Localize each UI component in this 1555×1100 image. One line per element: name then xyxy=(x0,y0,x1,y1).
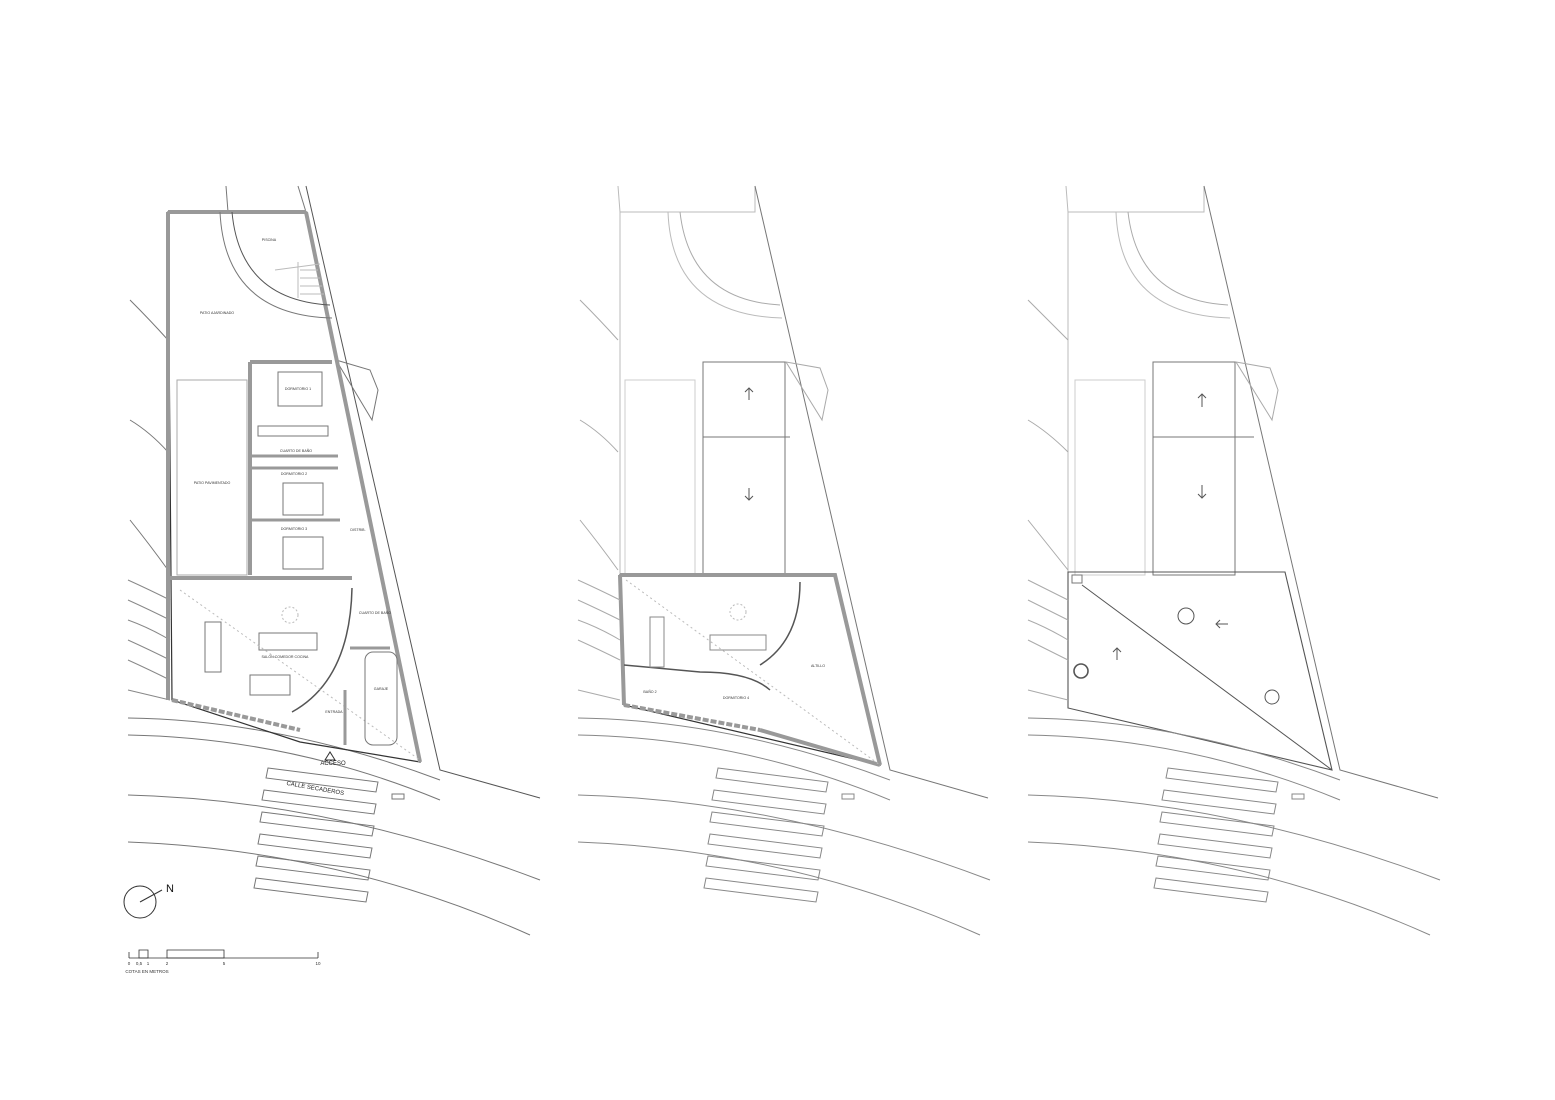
label-dormitorio-1: DORMITORIO 1 xyxy=(285,387,311,391)
roof-plan xyxy=(1027,185,1441,936)
north-label: N xyxy=(166,883,174,895)
label-dormitorio-4: DORMITORIO 4 xyxy=(723,696,749,700)
label-altillo: ALTILLO xyxy=(811,664,825,668)
label-distrib: DISTRIB. xyxy=(350,528,365,532)
label-entrada: ENTRADA xyxy=(325,710,343,714)
label-acceso: ACCESO xyxy=(320,761,346,767)
label-bano-2: BAÑO 2 xyxy=(643,689,656,694)
label-piscina: PISCINA xyxy=(262,238,277,242)
svg-text:5: 5 xyxy=(223,961,226,966)
upper-floor-plan xyxy=(577,185,991,936)
label-dormitorio-2: DORMITORIO 2 xyxy=(281,472,307,476)
label-bano-1: CUARTO DE BAÑO xyxy=(280,448,312,453)
scale-bar xyxy=(128,949,319,959)
svg-text:0,5: 0,5 xyxy=(136,961,143,966)
ground-floor-plan xyxy=(127,185,541,936)
svg-text:10: 10 xyxy=(315,961,321,966)
label-bano-aseo: CUARTO DE BAÑO xyxy=(359,610,391,615)
svg-text:2: 2 xyxy=(166,961,169,966)
scale-ticks: 0 0,5 1 2 5 10 COTAS EN METROS xyxy=(125,961,321,974)
label-patio-pavimentado: PATIO PAVIMENTADO xyxy=(194,481,231,485)
north-arrow-icon xyxy=(123,885,157,919)
scale-caption: COTAS EN METROS xyxy=(125,969,168,974)
label-calle: CALLE SECADEROS xyxy=(286,781,345,797)
upper-floor-labels: BAÑO 2 DORMITORIO 4 ALTILLO xyxy=(643,664,825,700)
label-dormitorio-3: DORMITORIO 3 xyxy=(281,527,307,531)
label-salon: SALÓN COMEDOR COCINA xyxy=(262,654,310,659)
svg-text:0: 0 xyxy=(128,961,131,966)
svg-text:1: 1 xyxy=(147,961,150,966)
label-garaje: GARAJE xyxy=(374,687,389,691)
crosswalk xyxy=(253,767,379,903)
label-patio-ajardinado: PATIO AJARDINADO xyxy=(200,311,234,315)
north-arrow: N xyxy=(123,883,174,919)
